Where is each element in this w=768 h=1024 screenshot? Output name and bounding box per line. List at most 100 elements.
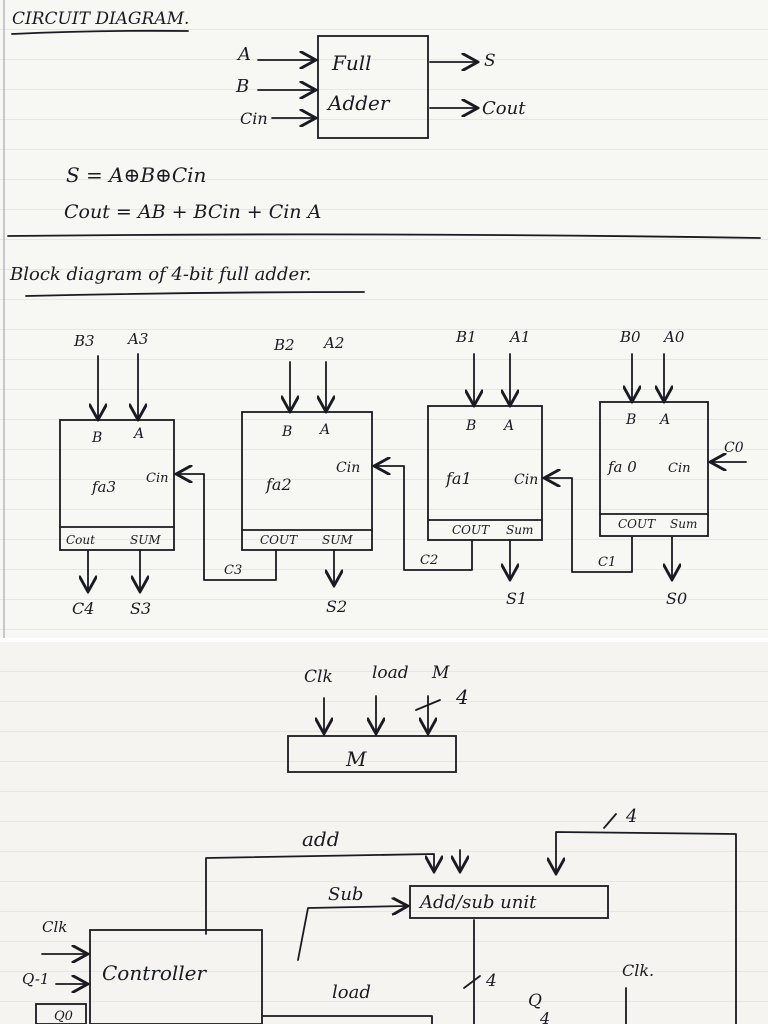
carry-c2-label: C2 [420, 553, 438, 568]
output-cout-label: Cout [482, 98, 526, 119]
add-signal-label: add [302, 827, 340, 851]
fa3-a-input-label: A3 [126, 330, 148, 348]
page-gap [0, 638, 768, 642]
load-input-label: load [372, 663, 409, 683]
title-underline [11, 29, 189, 35]
fa0-a-input-label: A0 [662, 328, 685, 346]
fa1-s1-label: S1 [506, 589, 527, 608]
fa1-box [427, 405, 543, 541]
fa0-b-input-label: B0 [619, 328, 641, 346]
fa2-b-input-label: B2 [273, 336, 295, 354]
m-bus-slash [415, 699, 441, 711]
fa0-box [599, 401, 709, 537]
q0-box [35, 1003, 87, 1024]
carry-c0-label: C0 [724, 440, 744, 456]
block-title-underline [25, 291, 365, 297]
fa0-cin-pin: Cin [668, 461, 690, 476]
addsub-output-width: 4 [485, 971, 497, 991]
fa2-a-pin: A [318, 422, 330, 438]
fa2-b-pin: B [281, 424, 292, 440]
fa2-sum-pin: SUM [322, 533, 353, 547]
fa3-cout-pin: Cout [66, 533, 95, 547]
carry-c3-label: C3 [224, 563, 242, 578]
sub-signal-wire [297, 906, 406, 961]
fa2-name: fa2 [265, 475, 292, 494]
fa1-b-input-label: B1 [455, 328, 477, 346]
sum-equation: S = A⊕B⊕Cin [66, 163, 206, 187]
m-bus-width: 4 [455, 685, 469, 709]
block-diagram-title: Block diagram of 4-bit full adder. [9, 264, 311, 285]
fa3-name: fa3 [91, 478, 116, 496]
fa2-box [241, 411, 373, 551]
fa0-cout-pin: COUT [618, 517, 656, 531]
fa2-cout-pin: COUT [260, 533, 298, 547]
fa2-a-input-label: A2 [322, 334, 344, 352]
full-adder-1: B1 A1 B A fa1 Cin COUT Sum S1 [427, 328, 543, 608]
right-clk-label: Clk. [622, 961, 654, 980]
notebook-page-top: CIRCUIT DIAGRAM. Full Adder A B Cin S Co… [0, 0, 768, 638]
fa2-s2-label: S2 [326, 597, 347, 616]
fa3-b-pin: B [91, 430, 102, 446]
fa1-cout-pin: COUT [452, 523, 490, 537]
controller-label: Controller [102, 961, 207, 985]
m-register-box [287, 735, 457, 773]
fa1-a-input-label: A1 [508, 328, 530, 346]
sub-signal-label: Sub [328, 884, 363, 905]
full-adder-2: B2 A2 B A fa2 Cin COUT SUM S2 [241, 334, 373, 616]
feedback-bus-wire [556, 831, 737, 1024]
fa3-b-input-label: B3 [73, 332, 95, 350]
output-s-label: S [484, 51, 496, 71]
booth-multiplier-sheet: Clk load M 4 M add Sub Add/sub unit 4 4 … [22, 663, 737, 1024]
fa0-b-pin: B [625, 412, 636, 428]
q-register-width: 4 [539, 1009, 550, 1024]
q-register-label: Q [528, 991, 542, 1011]
carry-c3-wire [178, 474, 277, 581]
fa3-sum-pin: SUM [130, 533, 161, 547]
full-adder-label-2: Adder [326, 91, 391, 115]
fa2-cin-pin: Cin [336, 460, 360, 476]
carry-c1-wire [546, 478, 633, 573]
circuit-diagram-title: CIRCUIT DIAGRAM. [12, 9, 189, 29]
clk-input-label: Clk [304, 667, 333, 687]
fa0-name: fa 0 [607, 458, 637, 476]
input-a-label: A [236, 44, 251, 65]
addsub-unit-label: Add/sub unit [418, 892, 537, 913]
full-adder-3: B3 A3 B A fa3 Cin Cout SUM C4 S3 [59, 330, 175, 618]
carry-c1-label: C1 [598, 555, 616, 570]
fa1-name: fa1 [445, 469, 472, 488]
fa3-s3-label: S3 [130, 599, 151, 618]
notebook-page-bottom: Clk load M 4 M add Sub Add/sub unit 4 4 … [0, 642, 768, 1024]
feedback-bus-slash [603, 813, 617, 829]
load-signal-label: load [332, 982, 371, 1003]
fa1-b-pin: B [465, 418, 476, 434]
addsub-unit-box [409, 885, 609, 919]
q0-label: Q0 [54, 1009, 73, 1024]
m-input-label: M [431, 663, 450, 683]
fa1-cin-pin: Cin [514, 472, 538, 488]
controller-box [89, 929, 263, 1024]
carry-c2-wire [376, 466, 473, 571]
cout-equation: Cout = AB + BCin + Cin A [64, 201, 321, 223]
fa0-s0-label: S0 [666, 589, 687, 608]
input-cin-label: Cin [240, 109, 268, 128]
fa1-a-pin: A [502, 418, 514, 434]
fa3-a-pin: A [132, 426, 144, 442]
fa3-c4-label: C4 [72, 599, 94, 618]
full-adder-0: B0 A0 B A fa 0 Cin COUT Sum S0 C0 [599, 328, 747, 608]
fa3-cin-pin: Cin [146, 471, 168, 486]
m-register-label: M [345, 747, 367, 771]
full-adder-box [317, 35, 429, 139]
section-divider [7, 233, 761, 239]
load-signal-wire [261, 1015, 433, 1024]
controller-clk-label: Clk [42, 918, 67, 936]
fa3-box [59, 419, 175, 551]
full-adder-label-1: Full [331, 51, 372, 75]
feedback-bus-width: 4 [625, 806, 637, 827]
fa1-sum-pin: Sum [506, 523, 533, 537]
addsub-output-slash [463, 975, 481, 989]
q-minus-1-label: Q-1 [22, 970, 49, 988]
circuit-diagram-sheet: CIRCUIT DIAGRAM. Full Adder A B Cin S Co… [3, 0, 761, 638]
add-signal-wire [205, 853, 434, 935]
input-b-label: B [235, 76, 249, 97]
fa0-sum-pin: Sum [670, 517, 697, 531]
